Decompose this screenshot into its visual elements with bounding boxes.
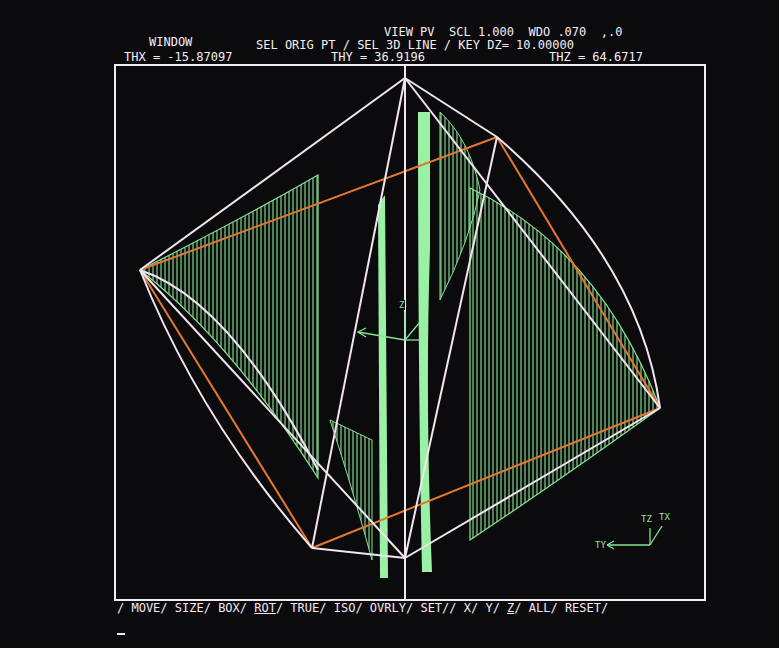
white-edges (140, 66, 660, 599)
command-menu: / MOVE/ SIZE/ BOX/ROT/ TRUE/ ISO/ OVRLY/… (117, 601, 608, 615)
rotation-readout: THX = -15.87097 (123, 51, 233, 64)
menu-item: ROT (254, 601, 276, 615)
rotation-readout: THY = 36.9196 (330, 51, 426, 64)
window-title: WINDOW (148, 36, 193, 49)
axis-label: Z (398, 300, 405, 310)
axis-label: TX (658, 512, 671, 522)
menu-item: / TRUE/ ISO/ OVRLY/ SET// X/ Y/ (276, 601, 500, 615)
menu-item: / MOVE/ SIZE/ BOX/ (117, 601, 247, 615)
hatched-surface (140, 175, 318, 478)
axis-label: TZ (640, 514, 653, 524)
hatched-sliver (440, 112, 480, 300)
axis-triad (358, 312, 420, 340)
rotation-readout: THZ = 64.6717 (548, 51, 644, 64)
orange-edges (140, 137, 660, 548)
hatched-surface (470, 188, 660, 540)
view-frame (115, 65, 705, 600)
view-status: VIEW PV SCL 1.000 WDO .070 ,.0 (383, 26, 623, 39)
axis-label: TY (594, 540, 607, 550)
axis-triad (607, 526, 662, 549)
text-cursor (117, 633, 125, 635)
menu-item: Z (507, 601, 514, 615)
menu-item: / ALL/ RESET/ (514, 601, 608, 615)
